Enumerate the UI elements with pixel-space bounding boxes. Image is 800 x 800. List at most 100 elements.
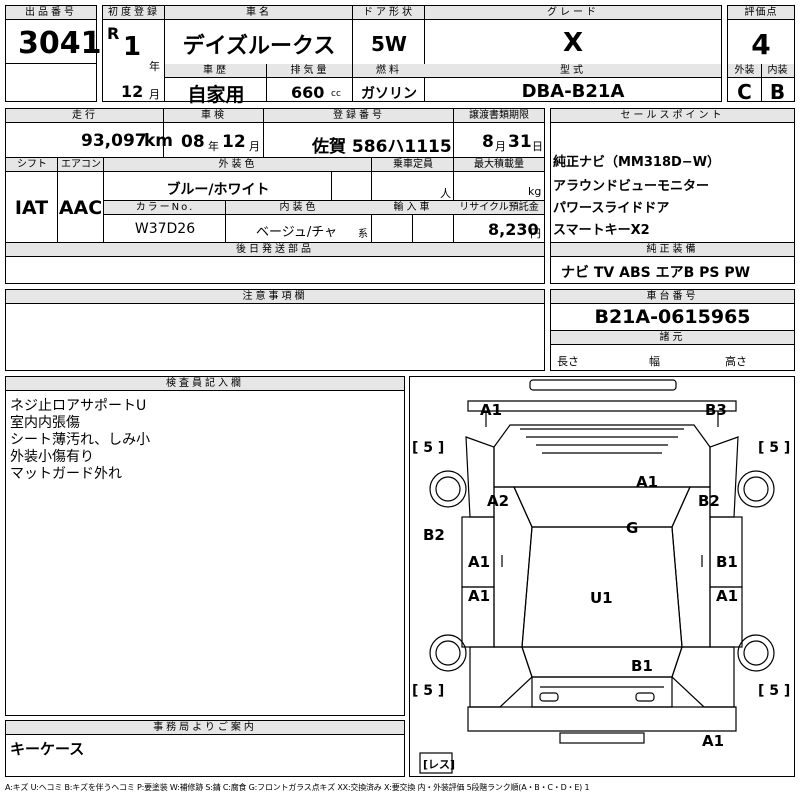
equipment: ナビ TV ABS エアB PS PW — [561, 265, 751, 281]
exterior-grade: C — [737, 80, 752, 104]
ac: AAC — [58, 197, 103, 219]
transfer-month-unit: 月 — [495, 140, 506, 153]
tire-label: [ 5 ] — [758, 440, 791, 456]
damage-mark: B3 — [705, 401, 727, 419]
color-no-label: カラーNo. — [104, 201, 226, 215]
interior-label: 内装 — [761, 64, 794, 78]
plate-label: 登録番号 — [264, 109, 454, 123]
sales-point-label: セールスポイント — [551, 109, 794, 123]
chassis-number: B21A-0615965 — [594, 306, 751, 328]
color-no: W37D26 — [134, 221, 196, 237]
damage-mark: U1 — [590, 589, 613, 607]
mileage-label: 走行 — [6, 109, 164, 123]
sales-point-1: 純正ナビ（MM318D−W） — [553, 155, 721, 170]
damage-mark: G — [626, 519, 639, 537]
exterior-label: 外装 — [728, 64, 761, 78]
transfer-day-unit: 日 — [532, 140, 543, 153]
damage-mark: B2 — [423, 526, 445, 544]
main-info-box: 初度登録 車名 ドア形状 グレード R 1 年 デイズルークス 5W X 車歴 … — [102, 5, 722, 106]
displacement-label: 排気量 — [267, 64, 353, 78]
mileage: 93,097 — [81, 131, 147, 151]
insp-year-unit: 年 — [208, 140, 219, 153]
tire-label: [ 5 ] — [412, 440, 445, 456]
office-box: 事務局よりご案内 キーケース — [5, 720, 405, 777]
chassis-label: 車台番号 — [551, 290, 794, 304]
history-label: 車歴 — [165, 64, 267, 78]
transfer-day: 31 — [508, 132, 532, 152]
load-unit: kg — [528, 185, 542, 198]
grade: X — [562, 28, 584, 58]
capacity-unit: 人 — [440, 187, 451, 200]
insp-month: 12 — [222, 132, 246, 152]
interior-color: ベージュ/チャ — [256, 225, 338, 240]
office-text: キーケース — [10, 740, 85, 758]
caution-box: 注意事項欄 — [5, 289, 545, 371]
displacement: 660 — [291, 83, 325, 102]
damage-mark: A1 — [468, 553, 491, 571]
damage-mark: B2 — [698, 492, 720, 510]
damage-mark: A1 — [480, 401, 503, 419]
inspector-line-1: ネジ止ロアサポートU — [10, 398, 147, 414]
later-parts-label: 後日発送部品 — [6, 243, 544, 257]
inspection-label: 車検 — [164, 109, 264, 123]
insp-year: 08 — [181, 132, 205, 152]
lot-number: 3041 — [18, 26, 102, 61]
sales-point-3: パワースライドドア — [553, 201, 670, 216]
width-label: 幅 — [649, 355, 660, 368]
lot-number-label: 出品番号 — [6, 6, 96, 20]
legend-text: A:キズ U:ヘコミ B:キズを伴うヘコミ P:要塗装 W:補修跡 S:錆 C:… — [5, 783, 590, 792]
height-label: 高さ — [725, 355, 747, 368]
caution-label: 注意事項欄 — [6, 290, 544, 304]
inspector-line-2: 室内内張傷 — [10, 415, 80, 431]
damage-mark: A1 — [716, 587, 739, 605]
int-color-label: 内装色 — [226, 201, 372, 215]
tire-label: [ 5 ] — [758, 683, 791, 699]
inspector-line-3: シート薄汚れ、しみ小 — [10, 432, 151, 448]
interior-grade: B — [769, 80, 786, 104]
grade-label: グレード — [425, 6, 721, 20]
damage-mark: A2 — [487, 492, 510, 510]
score-box: 評価点 4 外装 内装 C B — [727, 5, 795, 104]
model-label: 型式 — [425, 64, 721, 78]
year-unit: 年 — [149, 60, 160, 73]
sales-point-box: セールスポイント 純正ナビ（MM318D−W） アラウンドビューモニター パワー… — [550, 108, 795, 284]
displacement-unit: cc — [331, 89, 341, 99]
load-label: 最大積載量 — [454, 158, 544, 172]
capacity-label: 乗車定員 — [372, 158, 454, 172]
first-reg-year: 1 — [123, 32, 142, 62]
shift: IAT — [14, 197, 49, 219]
fuel: ガソリン — [361, 86, 417, 102]
color-label: 外装色 — [104, 158, 372, 172]
door-type: 5W — [371, 32, 407, 56]
damage-mark: A1 — [468, 587, 491, 605]
spare-label: [レス] — [423, 758, 456, 771]
fuel-label: 燃料 — [353, 64, 425, 78]
recycle-label: リサイクル預託金 — [454, 201, 544, 215]
score-label: 評価点 — [728, 6, 794, 20]
plate-number: 佐賀 586ハ1115 — [312, 137, 452, 157]
sales-point-2: アラウンドビューモニター — [553, 179, 710, 194]
int-color-suffix: 系 — [358, 229, 368, 240]
recycle-unit: 円 — [530, 227, 541, 240]
car-name-label: 車名 — [165, 6, 353, 20]
equipment-label: 純正装備 — [551, 243, 794, 257]
recycle-fee: 8,230 — [488, 220, 539, 239]
transfer-label: 譲渡書類期限 — [454, 109, 544, 123]
damage-mark: A1 — [636, 473, 659, 491]
car-name: デイズルークス — [182, 34, 336, 59]
length-label: 長さ — [557, 355, 579, 368]
specs-label: 諸元 — [551, 331, 794, 345]
exterior-color: ブルー/ホワイト — [166, 182, 270, 198]
shift-label: シフト — [6, 158, 58, 172]
first-reg-month: 12 — [121, 82, 144, 101]
damage-mark: A1 — [702, 732, 725, 750]
damage-mark: B1 — [631, 657, 653, 675]
month-unit: 月 — [149, 88, 160, 101]
car-outline — [419, 379, 775, 774]
office-label: 事務局よりご案内 — [6, 721, 404, 735]
history: 自家用 — [187, 84, 245, 106]
sales-point-4: スマートキーX2 — [553, 223, 650, 238]
damage-mark: B1 — [716, 553, 738, 571]
detail-box: 走行 車検 登録番号 譲渡書類期限 93,097 km 08 年 12 月 佐賀… — [5, 108, 545, 284]
chassis-box: 車台番号 B21A-0615965 諸元 長さ 幅 高さ — [550, 289, 795, 371]
